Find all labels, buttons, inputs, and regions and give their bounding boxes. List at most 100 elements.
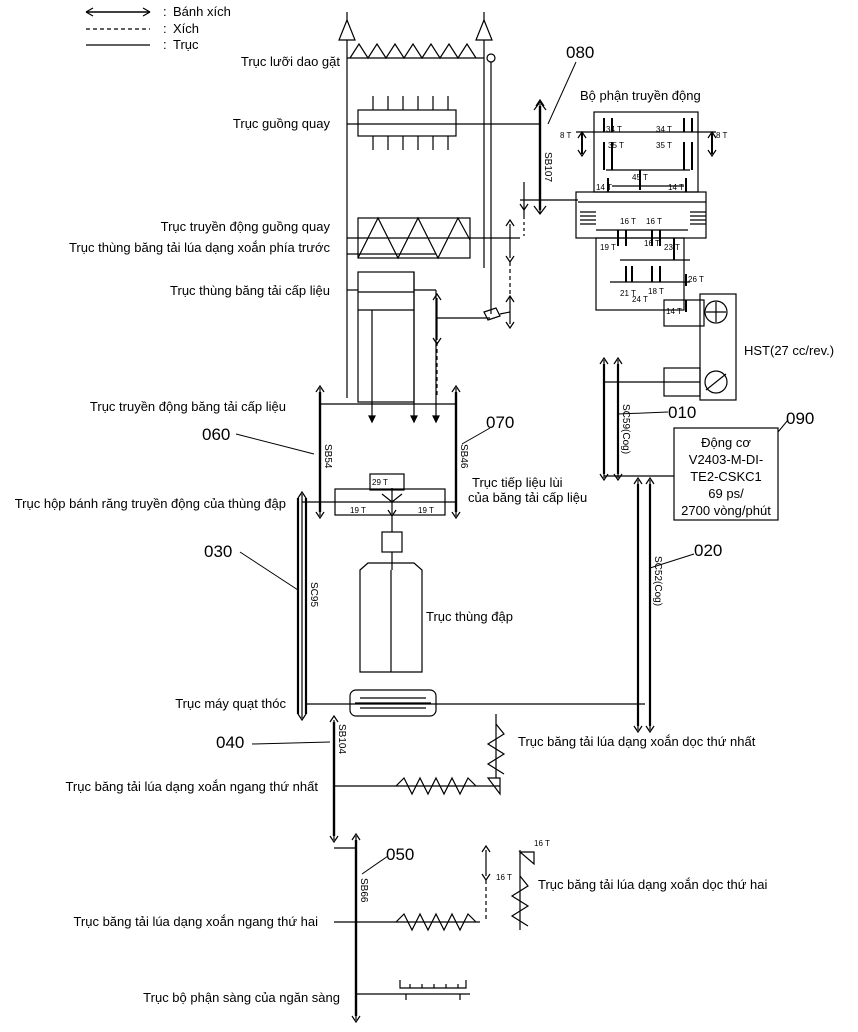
- horizontal-auger-2: [334, 844, 491, 932]
- engine-text: Động cơ V2403-M-DI- TE2-CSKC1 69 ps/ 270…: [681, 435, 771, 518]
- svg-text:8 T: 8 T: [560, 131, 572, 140]
- svg-text:SC95: SC95: [308, 582, 319, 607]
- component-labels: Trục lưỡi dao gặt Trục guồng quay Trục t…: [15, 54, 834, 1005]
- svg-text:16 T: 16 T: [534, 839, 550, 848]
- label-feeder-shaft: Trục thùng băng tải cấp liệu: [170, 283, 330, 298]
- svg-text:SB104: SB104: [336, 724, 347, 754]
- label-front-auger-shaft: Trục thùng băng tải lúa dạng xoắn phía t…: [69, 240, 331, 255]
- feeder-conveyor: [347, 271, 440, 424]
- label-horizontal-auger-2: Trục băng tải lúa dạng xoắn ngang thứ ha…: [73, 914, 318, 929]
- label-transmission: Bộ phận truyền động: [580, 88, 701, 103]
- header-frame: [338, 12, 496, 398]
- chain-sc59: [599, 356, 700, 482]
- svg-text:21 T: 21 T: [620, 289, 636, 298]
- svg-text:16 T: 16 T: [496, 873, 512, 882]
- svg-text:34 T: 34 T: [656, 125, 672, 134]
- svg-text:18 T: 18 T: [648, 287, 664, 296]
- svg-text::: :: [163, 21, 167, 36]
- legend-chain: Xích: [173, 21, 199, 36]
- label-sieve-shaft: Trục bộ phận sàng của ngăn sàng: [143, 990, 340, 1005]
- vertical-auger-2: [510, 850, 535, 930]
- svg-text:8 T: 8 T: [716, 131, 728, 140]
- callout-numbers: 080 060 070 010 090 030 020 040 050: [202, 43, 814, 864]
- chain-sc52: [633, 476, 655, 734]
- chain-sc95: [296, 490, 320, 722]
- label-thresher-shaft: Trục thùng đập: [426, 609, 513, 624]
- label-hst: HST(27 cc/rev.): [744, 343, 834, 358]
- chain-sb54: [315, 384, 325, 520]
- svg-text::: :: [163, 37, 167, 52]
- svg-text:SC59(Cog): SC59(Cog): [620, 404, 631, 454]
- callout-leaders: [235, 61, 789, 875]
- callout-070: 070: [486, 413, 514, 432]
- svg-text:Động cơ: Động cơ: [701, 435, 751, 450]
- callout-080: 080: [566, 43, 594, 62]
- svg-text:26 T: 26 T: [688, 275, 704, 284]
- svg-text:16 T: 16 T: [646, 217, 662, 226]
- svg-text:23 T: 23 T: [664, 243, 680, 252]
- legend-shaft: Trục: [173, 37, 199, 52]
- reel-drum: [347, 96, 540, 150]
- label-feeder-drive-shaft: Trục truyền động băng tải cấp liệu: [90, 399, 286, 414]
- chain-sb46: [451, 384, 461, 520]
- callout-060: 060: [202, 425, 230, 444]
- svg-text:TE2-CSKC1: TE2-CSKC1: [690, 469, 762, 484]
- label-reverse-feed-2: của băng tải cấp liệu: [468, 490, 587, 505]
- svg-text:69 ps/: 69 ps/: [708, 486, 744, 501]
- svg-text:35 T: 35 T: [656, 141, 672, 150]
- label-vertical-auger-2: Trục băng tải lúa dạng xoắn dọc thứ hai: [538, 877, 767, 892]
- svg-text:16 T: 16 T: [644, 239, 660, 248]
- svg-text:SB46: SB46: [458, 444, 469, 469]
- svg-text:24 T: 24 T: [632, 295, 648, 304]
- chain-sb107: [519, 98, 578, 216]
- svg-text:2700 vòng/phút: 2700 vòng/phút: [681, 503, 771, 518]
- horizontal-auger-1: [395, 776, 501, 796]
- svg-text:34 T: 34 T: [606, 125, 622, 134]
- svg-text:29 T: 29 T: [372, 478, 388, 487]
- callout-020: 020: [694, 541, 722, 560]
- svg-text:V2403-M-DI-: V2403-M-DI-: [689, 452, 763, 467]
- svg-text:14 T: 14 T: [596, 183, 612, 192]
- svg-text:SB54: SB54: [322, 444, 333, 469]
- thresher-drum: [359, 562, 423, 673]
- label-reel-drive-shaft: Trục truyền động guồng quay: [161, 219, 331, 234]
- teeth-labels: 8 T 8 T 34 T 34 T 35 T 35 T 45 T 14 T 14…: [350, 125, 728, 882]
- chain-sb104: [329, 714, 500, 844]
- thresher-gearbox: [320, 473, 456, 570]
- fan: [305, 689, 645, 717]
- callout-090: 090: [786, 409, 814, 428]
- legend: [85, 7, 151, 46]
- callout-040: 040: [216, 733, 244, 752]
- sieve: [356, 980, 470, 1000]
- label-reel-shaft: Trục guồng quay: [233, 116, 331, 131]
- svg-text:SC52(Cog): SC52(Cog): [652, 556, 663, 606]
- legend-text: : Bánh xích : Xích : Trục: [163, 4, 231, 52]
- svg-text:19 T: 19 T: [350, 506, 366, 515]
- callout-030: 030: [204, 542, 232, 561]
- svg-text:14 T: 14 T: [666, 307, 682, 316]
- chain-labels: SB107 SB54 SB46 SC59(Cog) SC95 SC52(Cog)…: [308, 152, 663, 903]
- svg-text::: :: [163, 4, 167, 19]
- svg-text:16 T: 16 T: [620, 217, 636, 226]
- vertical-auger-1: [486, 714, 506, 778]
- transmission-block: [575, 111, 717, 327]
- hst-unit: [663, 293, 737, 401]
- svg-text:14 T: 14 T: [668, 183, 684, 192]
- svg-text:19 T: 19 T: [418, 506, 434, 515]
- callout-050: 050: [386, 845, 414, 864]
- legend-sprocket: Bánh xích: [173, 4, 231, 19]
- label-reel-blade-shaft: Trục lưỡi dao gặt: [241, 54, 341, 69]
- label-fan-shaft: Trục máy quạt thóc: [175, 696, 286, 711]
- chain-sb66: [334, 832, 361, 1024]
- callout-010: 010: [668, 403, 696, 422]
- label-vertical-auger-1: Trục băng tải lúa dạng xoắn dọc thứ nhất: [518, 734, 756, 749]
- svg-text:19 T: 19 T: [600, 243, 616, 252]
- label-thresher-gearbox-shaft: Trục hộp bánh răng truyền động của thùng…: [15, 496, 286, 511]
- svg-text:SB107: SB107: [542, 152, 553, 182]
- label-reverse-feed-1: Trục tiếp liệu lùi: [472, 475, 563, 490]
- svg-text:45 T: 45 T: [632, 173, 648, 182]
- front-auger: [347, 216, 520, 260]
- label-horizontal-auger-1: Trục băng tải lúa dạng xoắn ngang thứ nh…: [65, 779, 318, 794]
- svg-text:SB66: SB66: [358, 878, 369, 903]
